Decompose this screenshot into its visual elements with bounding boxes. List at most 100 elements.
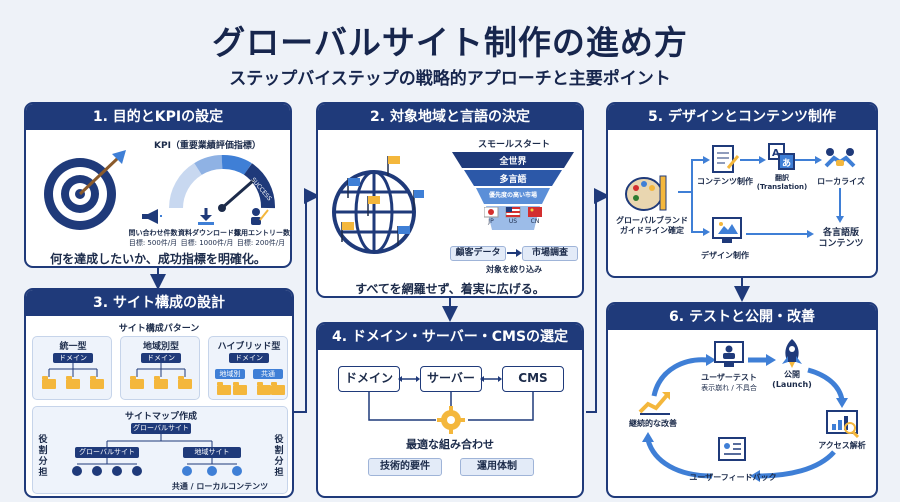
user-feedback: ユーザーフィードバック <box>689 473 777 482</box>
pattern-name: 統一型 <box>59 342 87 352</box>
step4-panel: 4. ドメイン・サーバー・CMSの選定 ドメイン サーバー CMS 最適な組み合… <box>316 322 584 498</box>
globe-icon <box>332 156 424 254</box>
funnel-level-multilingual: 多言語 <box>499 175 527 185</box>
folder-icon <box>130 376 144 389</box>
step2-panel: 2. 対象地域と言語の決定 スモールスタート 全世界 <box>316 102 584 298</box>
megaphone-icon <box>142 209 162 224</box>
tag-operations: 運用体制 <box>460 458 534 476</box>
continuous-improvement: 継続的な改善 <box>629 419 677 428</box>
flag-jp: JP <box>488 218 494 225</box>
gear-icon <box>437 406 465 434</box>
launch: 公開 (Launch) <box>772 370 812 389</box>
user-test-icon <box>714 341 744 367</box>
design-production: デザイン制作 <box>701 251 749 260</box>
sitemap-root: グローバルサイト <box>131 423 191 434</box>
step1-summary: 何を達成したいか、成功指標を明確化。 <box>50 252 266 266</box>
flag-us: US <box>508 218 518 225</box>
metric-target: 目標: 1000件/月 <box>180 239 234 247</box>
localized-content: 各言語版 コンテンツ <box>818 228 864 249</box>
analytics-icon <box>826 410 860 438</box>
step5-arrows <box>678 156 844 238</box>
folder-icon <box>66 376 80 389</box>
domain-chip: ドメイン <box>53 353 93 363</box>
folder-icon <box>257 382 271 395</box>
page-title: グローバルサイト制作の進め方 <box>212 23 688 62</box>
metric-name: 問い合わせ件数 <box>128 229 178 237</box>
page-subtitle: ステップバイステップの戦略的アプローチと主要ポイント <box>229 69 671 89</box>
tree-lines <box>48 363 98 377</box>
cms-box: CMS <box>502 366 564 392</box>
step2-title: 2. 対象地域と言語の決定 <box>318 104 582 130</box>
selection-connectors <box>368 376 534 434</box>
flag-cn: CN <box>530 218 540 225</box>
arrow-right-icon <box>507 249 522 257</box>
target-icon <box>44 150 126 230</box>
user-test: ユーザーテスト <box>701 373 757 382</box>
pattern-hybrid: ハイブリッド型 ドメイン 地域別 共通 <box>208 336 288 400</box>
svg-text:A: A <box>772 148 780 159</box>
step5-title: 5. デザインとコンテンツ制作 <box>608 104 876 130</box>
optimal-combination: 最適な組み合わせ <box>406 438 494 451</box>
folder-icon <box>154 376 168 389</box>
market-research-box: 市場調査 <box>522 246 578 261</box>
country-flags <box>484 207 542 218</box>
translation: 翻訳 (Translation) <box>756 174 808 191</box>
content-production: コンテンツ制作 <box>697 177 753 186</box>
domain-chip: ドメイン <box>141 353 181 363</box>
tag-technical: 技術的要件 <box>368 458 442 476</box>
step1-title: 1. 目的とKPIの設定 <box>26 104 290 130</box>
step6-title: 6. テストと公開・改善 <box>608 304 876 330</box>
improvement-cycle <box>642 354 848 482</box>
metric-target: 目標: 200件/月 <box>236 239 286 247</box>
tree-lines <box>136 363 186 377</box>
step3-panel: 3. サイト構成の設計 サイト構成パターン 統一型 ドメイン 地域別型 ドメイン <box>24 288 294 498</box>
pattern-title: サイト構成パターン <box>118 324 200 334</box>
metric-name: 採用エントリー数 <box>234 229 290 237</box>
role-label-left: 役割分担 <box>38 435 48 478</box>
market-funnel <box>452 152 574 230</box>
funnel-level-priority: 優先度の高い市場 <box>488 192 537 199</box>
metric-name: 資料ダウンロード数 <box>178 229 241 237</box>
svg-text:あ: あ <box>782 158 791 169</box>
sitemap-regional: 地域サイト <box>183 447 241 458</box>
kpi-label: KPI（重要業績評価指標） <box>154 141 261 151</box>
step1-panel: 1. 目的とKPIの設定 KPI（重要業績評価指標） SUCCESS <box>24 102 292 268</box>
localization: ローカライズ <box>817 177 865 186</box>
rocket-icon <box>782 339 802 368</box>
sitemap-tree <box>72 434 242 476</box>
design-screen-icon <box>712 217 742 243</box>
domain-chip: ドメイン <box>229 353 269 363</box>
step3-title: 3. サイト構成の設計 <box>26 290 292 316</box>
sitemap-area: サイトマップ作成 グローバルサイト グローバルサイト 地域サイト 役割分担 役割… <box>32 406 288 494</box>
domain-box: ドメイン <box>338 366 400 392</box>
folder-icon <box>271 382 285 395</box>
pattern-name: 地域別型 <box>142 342 179 352</box>
pattern-name: ハイブリッド型 <box>217 342 281 352</box>
sitemap-footer: 共通 / ローカルコンテンツ <box>171 482 269 491</box>
handshake-icon <box>824 148 856 168</box>
feedback-icon <box>718 437 746 461</box>
translate-icon: A あ <box>768 143 795 170</box>
folder-icon <box>90 376 104 389</box>
metric-target: 目標: 500件/月 <box>128 239 178 247</box>
regional-chip: 地域別 <box>215 369 245 379</box>
document-edit-icon <box>712 145 740 173</box>
server-box: サーバー <box>420 366 482 392</box>
customer-data-box: 顧客データ <box>450 246 506 261</box>
step6-panel: 6. テストと公開・改善 ユーザーテスト 表示崩れ / 不具合 <box>606 302 878 498</box>
sitemap-global: グローバルサイト <box>75 447 139 458</box>
flag-markers <box>341 156 424 246</box>
folder-icon <box>42 376 56 389</box>
step4-title: 4. ドメイン・サーバー・CMSの選定 <box>318 324 582 350</box>
folder-icon <box>178 376 192 389</box>
funnel-level-global: 全世界 <box>499 157 527 167</box>
role-label-right: 役割分担 <box>274 435 284 478</box>
user-test-sub: 表示崩れ / 不具合 <box>701 384 757 392</box>
pattern-regional: 地域別型 ドメイン <box>120 336 200 400</box>
brand-guideline: グローバルブランド ガイドライン確定 <box>616 216 688 235</box>
funnel-title: スモールスタート <box>477 140 550 150</box>
narrow-label: 対象を絞り込み <box>486 265 542 274</box>
access-analytics: アクセス解析 <box>818 441 866 450</box>
sitemap-title: サイトマップ作成 <box>124 412 197 422</box>
person-growth-icon <box>251 208 269 225</box>
